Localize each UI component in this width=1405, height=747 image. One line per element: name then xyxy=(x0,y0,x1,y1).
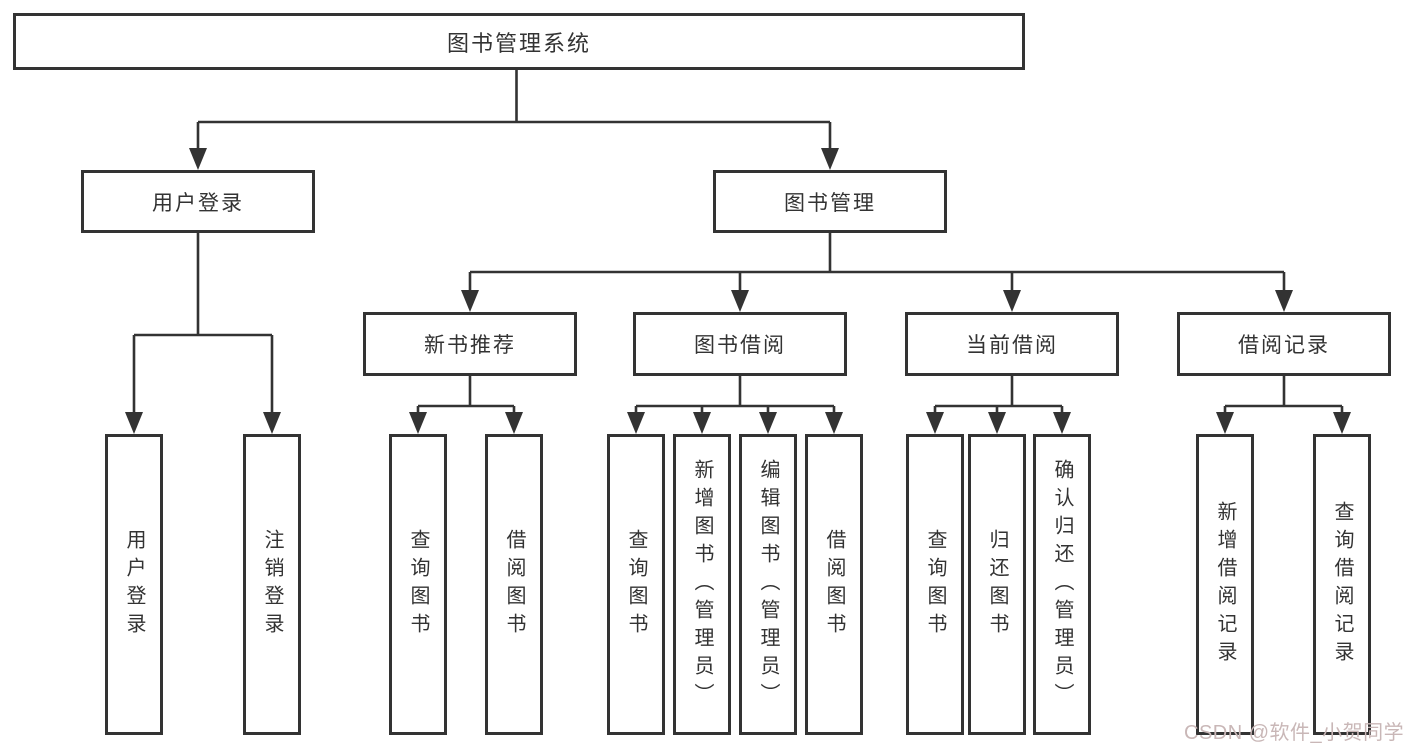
leaf-query-books-3: 查询图书 xyxy=(906,434,964,735)
leaf-query-borrow-record: 查询借阅记录 xyxy=(1313,434,1371,735)
leaf-user-login: 用户登录 xyxy=(105,434,163,735)
watermark-text: CSDN @软件_小贺同学 xyxy=(1184,722,1405,744)
node-book-management: 图书管理 xyxy=(713,170,947,233)
node-user-login: 用户登录 xyxy=(81,170,315,233)
leaf-logout: 注销登录 xyxy=(243,434,301,735)
leaf-query-books-1: 查询图书 xyxy=(389,434,447,735)
node-new-book-recommend: 新书推荐 xyxy=(363,312,577,376)
leaf-borrow-books-2: 借阅图书 xyxy=(805,434,863,735)
leaf-add-borrow-record: 新增借阅记录 xyxy=(1196,434,1254,735)
leaf-confirm-return-admin: 确认归还（管理员） xyxy=(1033,434,1091,735)
leaf-query-books-2: 查询图书 xyxy=(607,434,665,735)
leaf-borrow-books-1: 借阅图书 xyxy=(485,434,543,735)
node-root-library-system: 图书管理系统 xyxy=(13,13,1025,70)
leaf-add-book-admin: 新增图书（管理员） xyxy=(673,434,731,735)
node-borrow-records: 借阅记录 xyxy=(1177,312,1391,376)
node-book-borrow: 图书借阅 xyxy=(633,312,847,376)
node-current-borrow: 当前借阅 xyxy=(905,312,1119,376)
leaf-edit-book-admin: 编辑图书（管理员） xyxy=(739,434,797,735)
leaf-return-book: 归还图书 xyxy=(968,434,1026,735)
